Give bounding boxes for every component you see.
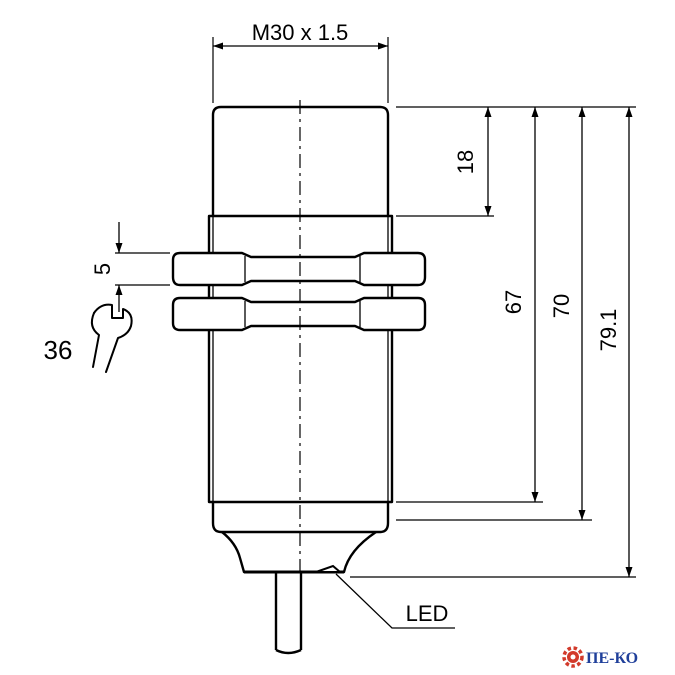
watermark-logo: ПЕ-КО (562, 646, 638, 668)
body-length-label: 70 (549, 294, 574, 318)
sensor-outline (207, 105, 394, 574)
lock-nut-upper (171, 251, 427, 287)
wrench-icon (90, 303, 133, 373)
head-length-label: 18 (453, 150, 478, 174)
thread-length-label: 67 (501, 290, 526, 314)
watermark-text: ПЕ-КО (586, 650, 638, 667)
cable (274, 572, 303, 655)
dimension-lines (115, 42, 633, 629)
wrench-size-label: 36 (44, 335, 73, 365)
nut-thickness-label: 5 (90, 263, 115, 275)
total-length-label: 79.1 (596, 309, 621, 352)
lock-nut-lower (171, 296, 427, 332)
thread-dimension-label: M30 x 1.5 (252, 20, 349, 45)
led-label: LED (406, 601, 449, 626)
gear-icon (562, 646, 584, 668)
cable-gland (221, 531, 377, 574)
led-window (315, 564, 343, 573)
led-leader (335, 573, 455, 629)
